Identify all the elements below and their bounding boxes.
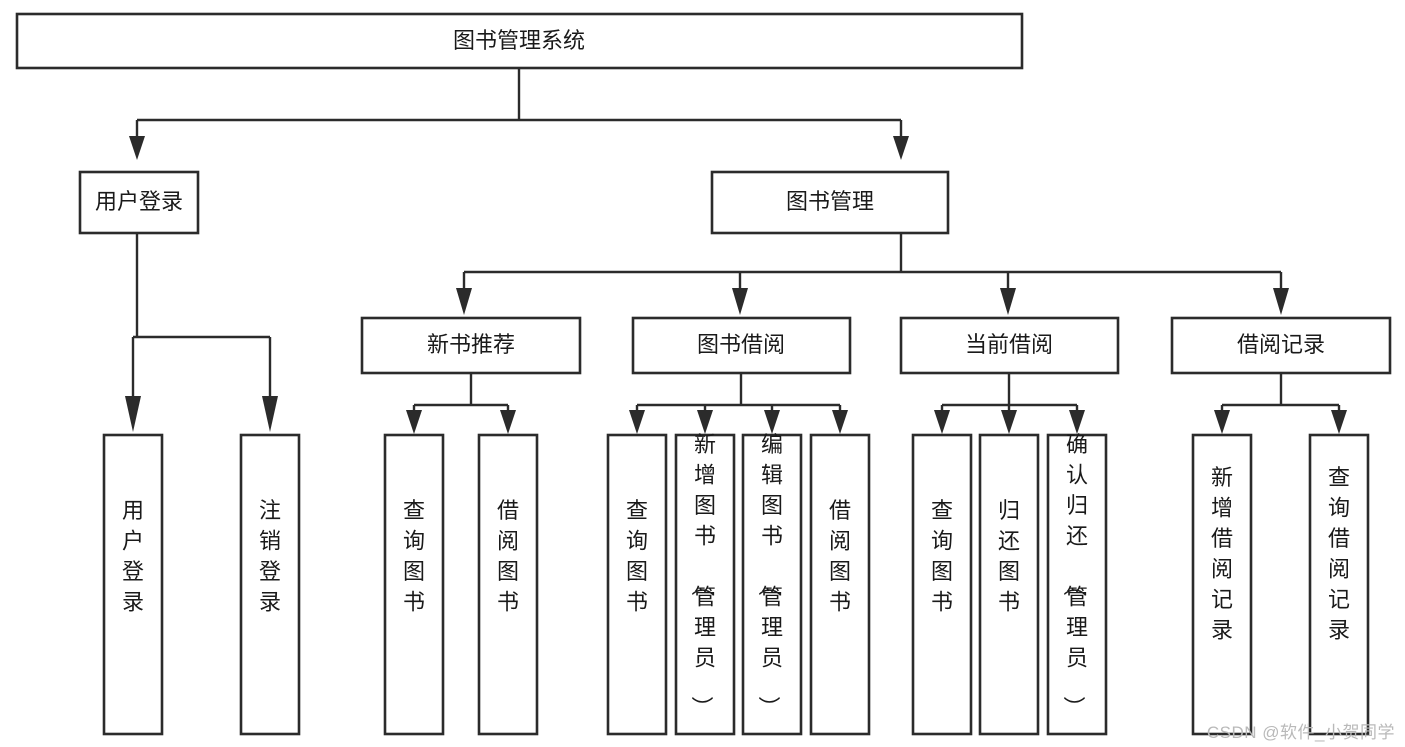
leaf-node[interactable]: 新增借阅记录 bbox=[1191, 433, 1253, 736]
leaf-box-confirm-return-admin[interactable] bbox=[1046, 433, 1108, 736]
node-root-label: 图书管理系统 bbox=[453, 28, 585, 53]
node-borrowing-record[interactable]: 借阅记录 bbox=[1170, 316, 1392, 375]
node-borrowing-record-label: 借阅记录 bbox=[1237, 332, 1325, 357]
node-root-box[interactable] bbox=[15, 12, 1024, 70]
leaf-node[interactable]: 注销登录 bbox=[239, 433, 301, 736]
arrowhead-book-mgmt-child-1 bbox=[456, 288, 472, 315]
leaf-node[interactable]: 确认归还（管理员） bbox=[1046, 432, 1108, 736]
leaf-label-add-borrow-record: 新增借阅记录 bbox=[1211, 465, 1233, 643]
node-current-borrowing-box[interactable] bbox=[899, 316, 1120, 375]
node-book-borrowing-box[interactable] bbox=[631, 316, 852, 375]
arrowhead-book-borrow-leaf-3 bbox=[764, 410, 780, 434]
node-user-login-label: 用户登录 bbox=[95, 189, 183, 214]
node-user-login[interactable]: 用户登录 bbox=[78, 170, 200, 235]
leaf-box-user-login[interactable] bbox=[102, 433, 164, 736]
leaf-label-return-book: 归还图书 bbox=[998, 498, 1020, 615]
leaf-box-borrow-book-borrow[interactable] bbox=[809, 433, 871, 736]
edges-root-to-level2 bbox=[129, 68, 909, 160]
arrowhead-root-to-book-mgmt bbox=[893, 136, 909, 160]
leaf-box-borrow-book-rec[interactable] bbox=[477, 433, 539, 736]
leaf-node[interactable]: 查询图书 bbox=[911, 433, 973, 736]
arrowhead-new-book-rec-leaf-2 bbox=[500, 410, 516, 434]
leaf-label-edit-book-admin: 编辑图书（管理员） bbox=[756, 432, 783, 718]
leaf-box-edit-book-admin[interactable] bbox=[741, 433, 803, 736]
arrowhead-book-borrow-leaf-2 bbox=[697, 410, 713, 434]
node-book-management-box[interactable] bbox=[710, 170, 950, 235]
arrowhead-current-borrow-leaf-2 bbox=[1001, 410, 1017, 434]
leaf-box-return-book[interactable] bbox=[978, 433, 1040, 736]
leaf-label-query-borrow-record: 查询借阅记录 bbox=[1328, 465, 1350, 643]
node-current-borrowing-label: 当前借阅 bbox=[965, 332, 1053, 357]
leaf-box-query-book-borrow[interactable] bbox=[606, 433, 668, 736]
arrowhead-borrow-record-leaf-2 bbox=[1331, 410, 1347, 434]
leaf-node[interactable]: 新增图书（管理员） bbox=[674, 432, 736, 736]
leaf-node[interactable]: 查询图书 bbox=[606, 433, 668, 736]
arrowhead-current-borrow-leaf-1 bbox=[934, 410, 950, 434]
arrowhead-current-borrow-leaf-3 bbox=[1069, 410, 1085, 434]
node-book-management[interactable]: 图书管理 bbox=[710, 170, 950, 235]
leaf-node[interactable]: 用户登录 bbox=[102, 433, 164, 736]
edges-book-mgmt-to-level3 bbox=[456, 233, 1289, 315]
leaf-node[interactable]: 查询借阅记录 bbox=[1308, 433, 1370, 736]
node-book-management-label: 图书管理 bbox=[786, 189, 874, 214]
leaf-node[interactable]: 归还图书 bbox=[978, 433, 1040, 736]
edges-borrow-record-to-leaves bbox=[1214, 373, 1347, 434]
arrowhead-book-mgmt-child-3 bbox=[1000, 288, 1016, 315]
arrowhead-new-book-rec-leaf-1 bbox=[406, 410, 422, 434]
node-user-login-box[interactable] bbox=[78, 170, 200, 235]
leaf-node[interactable]: 借阅图书 bbox=[477, 433, 539, 736]
edges-current-borrow-to-leaves bbox=[934, 373, 1085, 434]
leaf-label-query-book-rec: 查询图书 bbox=[403, 498, 425, 615]
node-book-borrowing-label: 图书借阅 bbox=[697, 332, 785, 357]
edges-new-book-rec-to-leaves bbox=[406, 373, 516, 434]
node-new-book-recommendation-label: 新书推荐 bbox=[427, 332, 515, 357]
edges-book-borrow-to-leaves bbox=[629, 373, 848, 434]
leaf-box-query-book-rec[interactable] bbox=[383, 433, 445, 736]
node-root-book-management-system[interactable]: 图书管理系统 bbox=[15, 12, 1024, 70]
leaf-box-add-book-admin[interactable] bbox=[674, 433, 736, 736]
arrowhead-root-to-user-login bbox=[129, 136, 145, 160]
node-book-borrowing[interactable]: 图书借阅 bbox=[631, 316, 852, 375]
edges-user-login-to-leaves bbox=[125, 233, 278, 432]
leaf-label-query-book-borrow: 查询图书 bbox=[626, 498, 648, 615]
arrowhead-user-login-leaf-2 bbox=[262, 396, 278, 432]
watermark: CSDN @软件_小贺同学 bbox=[1206, 723, 1395, 742]
leaf-box-logout[interactable] bbox=[239, 433, 301, 736]
node-current-borrowing[interactable]: 当前借阅 bbox=[899, 316, 1120, 375]
leaf-label-logout: 注销登录 bbox=[259, 498, 281, 615]
arrowhead-book-mgmt-child-4 bbox=[1273, 288, 1289, 315]
leaf-box-query-book-current[interactable] bbox=[911, 433, 973, 736]
leaf-box-add-borrow-record[interactable] bbox=[1191, 433, 1253, 736]
node-new-book-recommendation-box[interactable] bbox=[360, 316, 582, 375]
leaf-node[interactable]: 借阅图书 bbox=[809, 433, 871, 736]
node-borrowing-record-box[interactable] bbox=[1170, 316, 1392, 375]
leaf-box-query-borrow-record[interactable] bbox=[1308, 433, 1370, 736]
leaf-label-query-book-current: 查询图书 bbox=[931, 498, 953, 615]
leaf-label-confirm-return-admin: 确认归还（管理员） bbox=[1061, 432, 1088, 718]
arrowhead-book-borrow-leaf-4 bbox=[832, 410, 848, 434]
leaf-label-borrow-book-borrow: 借阅图书 bbox=[829, 498, 851, 615]
leaf-label-add-book-admin: 新增图书（管理员） bbox=[689, 432, 716, 718]
leaf-label-borrow-book-rec: 借阅图书 bbox=[497, 498, 519, 615]
leaf-node[interactable]: 编辑图书（管理员） bbox=[741, 432, 803, 736]
leaf-label-user-login: 用户登录 bbox=[122, 498, 144, 615]
arrowhead-user-login-leaf-1 bbox=[125, 396, 141, 432]
arrowhead-book-borrow-leaf-1 bbox=[629, 410, 645, 434]
node-new-book-recommendation[interactable]: 新书推荐 bbox=[360, 316, 582, 375]
leaf-node[interactable]: 查询图书 bbox=[383, 433, 445, 736]
arrowhead-book-mgmt-child-2 bbox=[732, 288, 748, 315]
arrowhead-borrow-record-leaf-1 bbox=[1214, 410, 1230, 434]
